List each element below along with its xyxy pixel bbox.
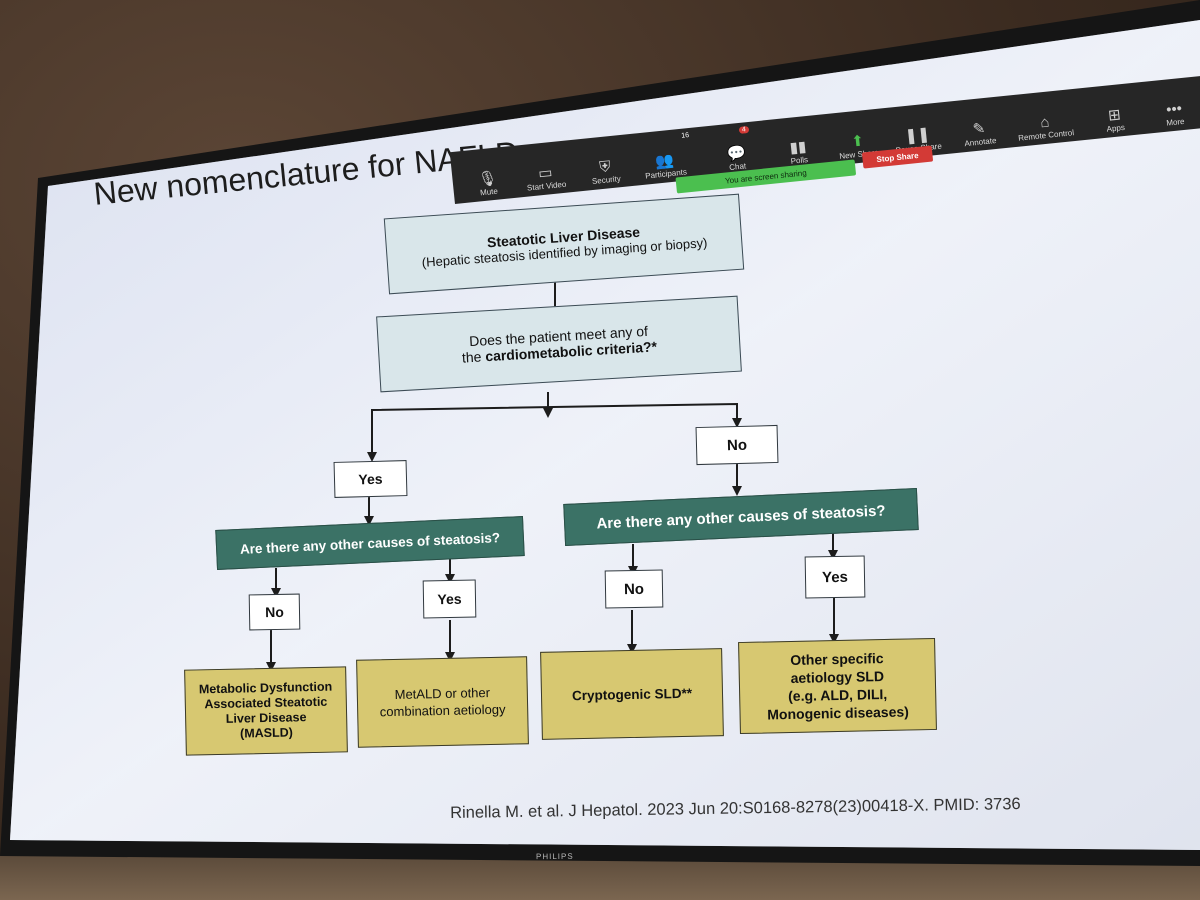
yes-box-cardiometabolic: Yes	[333, 460, 408, 498]
outcome-masld-line2: Associated Steatotic	[204, 694, 328, 712]
pen-icon: ✎	[971, 120, 987, 139]
flowchart-connectors	[270, 280, 835, 666]
outcome-metald-line2: combination aetiology	[379, 701, 506, 720]
shield-icon: ⛨	[598, 158, 612, 177]
outcome-other-line2: aetiology SLD	[790, 668, 885, 686]
outcome-masld: Metabolic Dysfunction Associated Steatot…	[184, 666, 348, 756]
question-cardiometabolic-prefix: the	[461, 348, 486, 366]
participants-count: 16	[680, 132, 690, 140]
remote-control-button[interactable]: ⌂ Remote Control	[1007, 93, 1081, 144]
right-yes-box: Yes	[804, 555, 866, 599]
more-label: More	[1165, 116, 1185, 128]
more-icon: •••	[1165, 100, 1183, 119]
more-button[interactable]: ••• More	[1137, 79, 1200, 130]
video-icon: ▭	[537, 164, 554, 183]
mouse-icon: ⌂	[1039, 113, 1051, 132]
outcome-other-line1: Other specific	[790, 650, 884, 668]
outcome-other-specific: Other specific aetiology SLD (e.g. ALD, …	[738, 637, 937, 735]
outcome-other-line4: Monogenic diseases)	[767, 703, 910, 723]
flowchart-arrowheads	[266, 326, 839, 672]
stop-share-label: Stop Share	[876, 150, 919, 164]
mute-label: Mute	[479, 186, 499, 198]
right-no-box: No	[604, 569, 664, 609]
right-no-label: No	[623, 580, 645, 598]
right-yes-label: Yes	[821, 568, 849, 586]
outcome-cryptogenic-line1: Cryptogenic SLD**	[571, 685, 693, 703]
apps-icon: ⊞	[1107, 106, 1122, 125]
left-yes-box: Yes	[422, 579, 477, 619]
question-other-causes-left-text: Are there any other causes of steatosis?	[239, 529, 501, 557]
monitor-brand-logo: PHILIPS	[535, 851, 574, 862]
annotate-button[interactable]: ✎ Annotate	[942, 99, 1016, 150]
participants-button[interactable]: 👥 Participants	[627, 131, 701, 182]
outcome-masld-line4: (MASLD)	[239, 725, 293, 741]
outcome-metald-line1: MetALD or other	[394, 685, 491, 702]
no-label: No	[726, 436, 748, 454]
left-yes-label: Yes	[437, 590, 462, 608]
outcome-cryptogenic: Cryptogenic SLD**	[540, 648, 724, 740]
outcome-other-line3: (e.g. ALD, DILI,	[788, 685, 888, 705]
outcome-masld-line3: Liver Disease	[225, 710, 307, 726]
polls-icon: ▮▮	[788, 138, 808, 157]
question-other-causes-right-text: Are there any other causes of steatosis?	[596, 501, 886, 533]
share-icon: ⬆	[850, 132, 865, 151]
apps-label: Apps	[1106, 122, 1126, 134]
outcome-metald: MetALD or other combination aetiology	[356, 656, 529, 748]
no-box-cardiometabolic: No	[695, 424, 779, 466]
yes-label: Yes	[358, 470, 383, 488]
left-no-box: No	[248, 593, 301, 631]
left-no-label: No	[265, 603, 284, 621]
